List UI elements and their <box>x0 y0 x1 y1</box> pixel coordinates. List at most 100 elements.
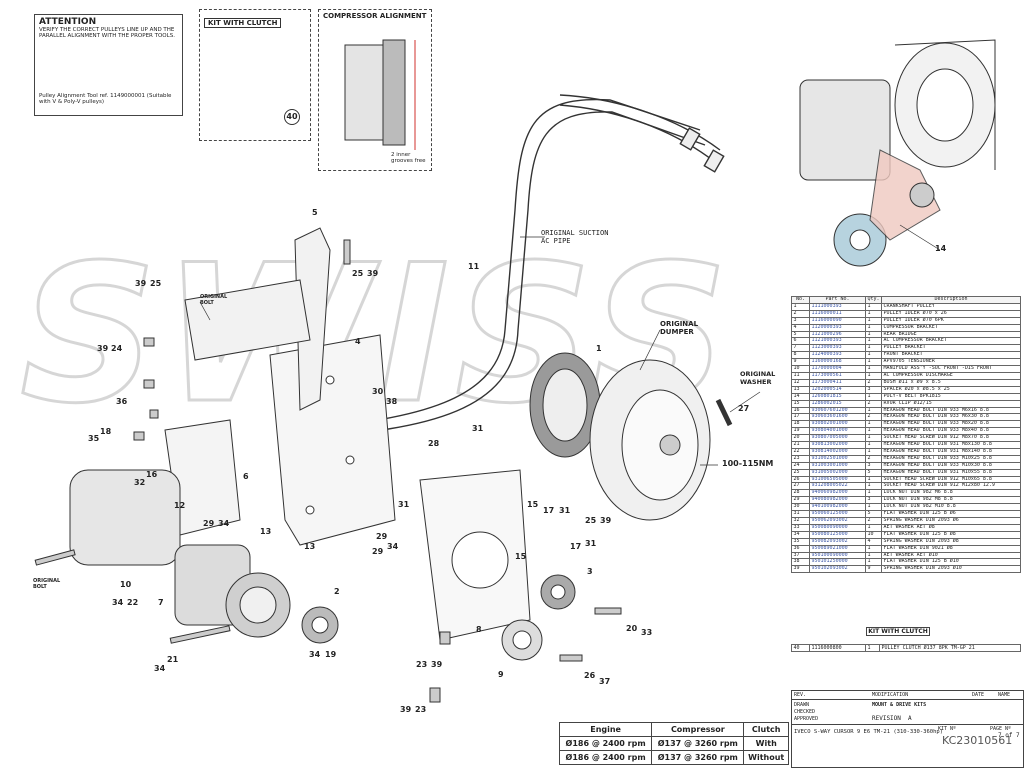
parts-cell: 19 <box>791 427 810 436</box>
callout-number: 7 <box>158 598 164 607</box>
callout-number: 34 <box>154 664 166 673</box>
parts-cell: HEXAGON HEAD BOLT DIN 933 M8x20 8.8 <box>881 420 1021 429</box>
idler-pulleys <box>301 574 576 661</box>
callout-number: 39 <box>97 344 109 353</box>
parts-cell: SPRING WASHER DIN 2093 Ø8 <box>881 537 1021 546</box>
parts-cell: 2 <box>864 517 883 525</box>
tb-kit-number: KC23010561 <box>942 734 1013 747</box>
parts-cell: 1 <box>864 330 883 339</box>
callout-number: 31 <box>559 506 571 515</box>
parts-cell: 3 <box>864 385 883 394</box>
parts-cell: HEXAGON HEAD BOLT DIN 933 M6x16 8.8 <box>881 406 1021 415</box>
callout-number: 35 <box>88 434 100 443</box>
callout-number: 32 <box>134 478 146 487</box>
parts-cell: 930804001000 <box>809 427 866 436</box>
parts-cell: 29 <box>791 496 810 505</box>
parts-cell: 1 <box>864 503 883 512</box>
perf-cell: Ø186 @ 2400 rpm <box>558 750 653 765</box>
callout-number: 13 <box>260 527 272 536</box>
parts-cell: 36 <box>791 544 810 553</box>
parts-cell: SOCKET HEAD SCREW DIN 912 M10x65 8.8 <box>881 475 1021 484</box>
parts-cell: 30 <box>791 503 810 512</box>
parts-cell: HEXAGON HEAD BOLT DIN 931 M8x130 8.8 <box>881 441 1021 449</box>
parts-cell: 1 <box>864 427 883 436</box>
parts-cell: 2 <box>791 309 810 318</box>
callout-number: 25 <box>150 279 162 288</box>
perf-cell: Ø186 @ 2400 rpm <box>558 736 653 751</box>
callout-number: 29 <box>203 519 215 528</box>
parts-cell: 1286002015 <box>809 399 866 408</box>
perf-cell: Without <box>743 750 789 765</box>
callout-number: 18 <box>100 427 112 436</box>
parts-cell: 4 <box>864 537 883 546</box>
parts-cell: 930814002000 <box>809 447 866 456</box>
parts-cell: 931005002000 <box>809 468 866 477</box>
callout-number: 31 <box>398 500 410 509</box>
parts-cell: CRANKSHAFT PULLEY <box>881 302 1021 311</box>
kit-table-grid: 40 1116000800 1 PULLEY CLUTCH Ø137 8PK T… <box>791 644 1021 652</box>
parts-cell: 16 <box>791 406 810 415</box>
parts-cell: 1 <box>864 316 883 325</box>
callout-number: 29 <box>372 547 384 556</box>
parts-cell: 27 <box>791 482 810 491</box>
parts-cell: 1 <box>864 523 883 532</box>
parts-cell: 32 <box>791 517 810 525</box>
attention-text: VERIFY THE CORRECT PULLEYS LINE UP AND T… <box>39 27 175 40</box>
callout-number: 39 <box>600 516 612 525</box>
tb-modification: MODIFICATION <box>872 692 909 698</box>
parts-cell: COMPRESSOR BRACKET <box>881 323 1021 332</box>
parts-cell: LOCK NUT DIN 982 M10 8.8 <box>881 503 1021 512</box>
parts-cell: 1 <box>864 323 883 332</box>
callout-number: 21 <box>167 655 179 664</box>
parts-cell: 18 <box>791 420 810 429</box>
parts-cell: 22 <box>791 447 810 456</box>
parts-cell: 3 <box>864 496 883 505</box>
callout-number: 39 <box>431 660 443 669</box>
parts-cell: 20 <box>791 434 810 443</box>
callout-number: 39 <box>400 705 412 714</box>
callout-number: 19 <box>325 650 337 659</box>
parts-cell: HEXAGON HEAD BOLT DIN 933 M10x25 8.8 <box>881 454 1021 463</box>
parts-cell: 12 <box>791 378 810 387</box>
parts-cell: 28 <box>791 489 810 498</box>
compressor-bracket <box>269 334 396 546</box>
bolts <box>34 239 622 703</box>
performance-table: Engine Compressor Clutch Ø186 @ 2400 rpm… <box>558 722 789 765</box>
parts-cell: 1 <box>864 489 883 498</box>
kit-cell: 40 <box>791 644 810 652</box>
parts-cell: 931002501000 <box>809 454 866 463</box>
assembled-view <box>799 39 996 267</box>
parts-cell: 9 <box>864 565 883 574</box>
parts-cell: 37 <box>791 551 810 560</box>
parts-cell: 25 <box>791 468 810 477</box>
parts-cell: 7 <box>791 344 810 353</box>
parts-cell: FLAT WASHER DIN 9021 Ø8 <box>881 544 1021 553</box>
tool-caption: Pulley Alignment Tool ref. 1149000001 (S… <box>39 93 172 106</box>
callout-number: 34 <box>218 519 230 528</box>
front-bracket <box>419 469 531 641</box>
parts-cell: 5 <box>864 468 883 477</box>
parts-cell: 1 <box>791 302 810 311</box>
parts-cell: 1 <box>864 344 883 353</box>
callout-number: 36 <box>116 397 128 406</box>
parts-cell: 10 <box>864 530 883 539</box>
callout-number: 3 <box>587 567 593 576</box>
parts-cell: 34 <box>791 530 810 539</box>
parts-cell: SOCKET HEAD SCREW DIN 912 M12x80 12.9 <box>881 482 1021 491</box>
label-torque: 100-115NM <box>722 459 774 468</box>
